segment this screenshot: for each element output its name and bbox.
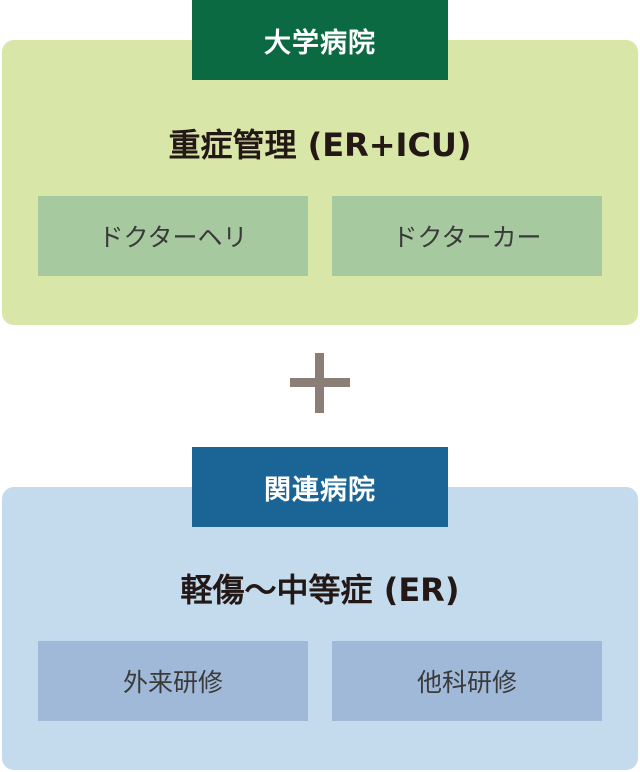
plus-icon xyxy=(290,353,350,413)
doctor-heli-box: ドクターヘリ xyxy=(38,196,308,276)
related-hospital-panel: 軽傷〜中等症 (ER) 外来研修 他科研修 xyxy=(2,487,638,770)
university-hospital-panel: 重症管理 (ER+ICU) ドクターヘリ ドクターカー xyxy=(2,40,638,325)
related-title: 軽傷〜中等症 (ER) xyxy=(180,571,460,609)
university-hospital-tag: 大学病院 xyxy=(192,0,448,80)
university-title: 重症管理 (ER+ICU) xyxy=(168,126,472,164)
doctor-car-box: ドクターカー xyxy=(332,196,602,276)
related-hospital-tag: 関連病院 xyxy=(192,447,448,527)
outpatient-training-box: 外来研修 xyxy=(38,641,308,721)
plus-icon-vertical xyxy=(315,353,324,413)
other-dept-training-box: 他科研修 xyxy=(332,641,602,721)
